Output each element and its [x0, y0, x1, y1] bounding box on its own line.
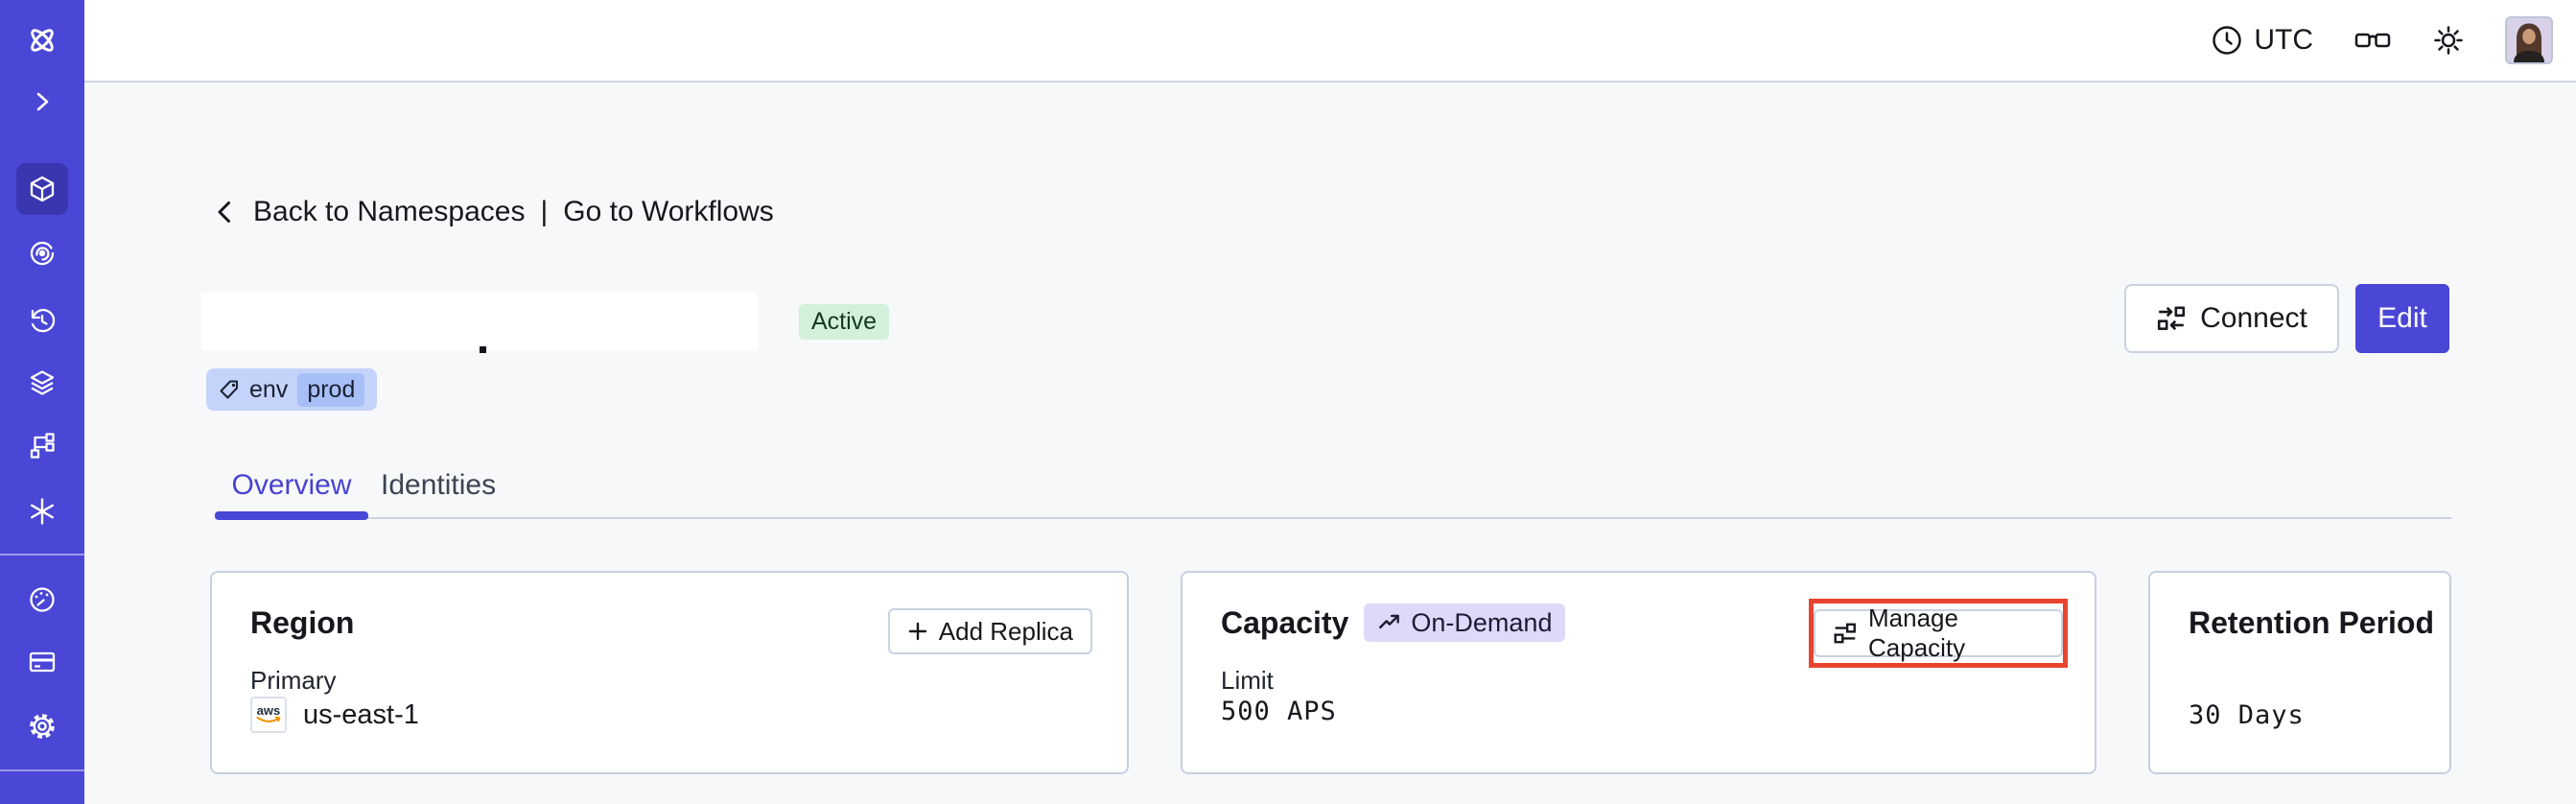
region-card-title: Region: [250, 604, 355, 640]
namespace-title-redacted: [201, 293, 758, 350]
namespace-title-dot: [480, 346, 486, 353]
retention-card: Retention Period 30 Days: [2148, 571, 2451, 774]
user-avatar[interactable]: [2505, 16, 2553, 64]
sidebar-divider: [0, 769, 84, 771]
breadcrumb-separator: |: [540, 196, 549, 227]
theme-sun-icon[interactable]: [2432, 24, 2465, 57]
sidebar-item-schedules clock-retry-icon[interactable]: [16, 295, 68, 346]
red-highlight-annotation: Manage Capacity: [1809, 599, 2068, 668]
breadcrumb-workflows-link[interactable]: Go to Workflows: [563, 196, 774, 227]
sidebar-item-billing credit-card-icon[interactable]: [16, 636, 68, 688]
temporal-logo-icon[interactable]: [16, 14, 68, 66]
labs-glasses-icon[interactable]: [2354, 26, 2392, 55]
retention-card-title: Retention Period: [2189, 604, 2435, 640]
retention-value: 30 Days: [2189, 700, 2305, 730]
aws-logo-text: aws: [257, 703, 281, 718]
overview-cards: Region Add Replica Primary aws u: [210, 571, 2451, 774]
region-card: Region Add Replica Primary aws u: [210, 571, 1129, 774]
capacity-card-title: Capacity: [1221, 604, 1349, 640]
capacity-limit-label: Limit: [1221, 666, 1274, 695]
sidebar: [0, 0, 84, 804]
namespace-tag: env prod: [206, 368, 378, 411]
sidebar-item-deployments layers-icon[interactable]: [16, 357, 68, 409]
region-value: us-east-1: [303, 698, 419, 730]
add-replica-label: Add Replica: [938, 616, 1073, 646]
capacity-value: 500 APS: [1221, 697, 1337, 726]
sidebar-item-support headset-icon[interactable]: [16, 793, 68, 804]
sliders-icon: [1833, 621, 1858, 646]
sidebar-item-nexus orbit-eye-icon[interactable]: [16, 227, 68, 279]
sidebar-item-usage gauge-icon[interactable]: [16, 574, 68, 626]
edit-button-label: Edit: [2377, 302, 2427, 334]
tag-key: env: [249, 375, 289, 403]
on-demand-label: On-Demand: [1411, 607, 1553, 637]
tabs-divider: [215, 517, 2451, 519]
tab-overview[interactable]: Overview: [231, 469, 352, 501]
manage-capacity-button[interactable]: Manage Capacity: [1814, 603, 2063, 662]
connect-button[interactable]: Connect: [2124, 284, 2339, 353]
timezone-label: UTC: [2254, 24, 2313, 56]
sidebar-divider: [0, 554, 84, 556]
plus-icon: [907, 621, 928, 642]
clock-icon: [2211, 24, 2243, 57]
breadcrumb-back-link[interactable]: Back to Namespaces: [253, 196, 526, 227]
edit-button[interactable]: Edit: [2355, 284, 2449, 353]
aws-logo-badge: aws: [250, 697, 287, 733]
connect-flow-icon: [2156, 303, 2187, 334]
manage-capacity-label: Manage Capacity: [1868, 603, 1966, 662]
tag-icon: [219, 379, 240, 400]
timezone-selector[interactable]: UTC: [2211, 24, 2313, 57]
sidebar-expand-chevron-icon[interactable]: [16, 76, 68, 128]
status-badge: Active: [799, 304, 890, 340]
add-replica-button[interactable]: Add Replica: [887, 608, 1092, 654]
tag-value-chip: prod: [297, 372, 365, 407]
top-bar: UTC: [84, 0, 2576, 83]
active-tab-underline: [215, 511, 368, 520]
capacity-card: Capacity On-Demand: [1181, 571, 2096, 774]
trending-up-icon: [1377, 610, 1402, 635]
tab-identities[interactable]: Identities: [381, 469, 497, 501]
on-demand-badge: On-Demand: [1364, 603, 1566, 642]
status-badge-label: Active: [811, 308, 878, 335]
region-primary-label: Primary: [250, 666, 337, 695]
sidebar-item-settings gear-icon[interactable]: [16, 700, 68, 752]
connect-button-label: Connect: [2200, 302, 2307, 334]
sidebar-item-batch asterisk-icon[interactable]: [16, 485, 68, 537]
sidebar-item-namespaces cube-icon[interactable]: [16, 163, 68, 215]
back-chevron-icon[interactable]: [213, 200, 238, 225]
sidebar-item-workflows branch-icon[interactable]: [16, 419, 68, 471]
breadcrumb: Back to Namespaces | Go to Workflows: [213, 196, 774, 228]
